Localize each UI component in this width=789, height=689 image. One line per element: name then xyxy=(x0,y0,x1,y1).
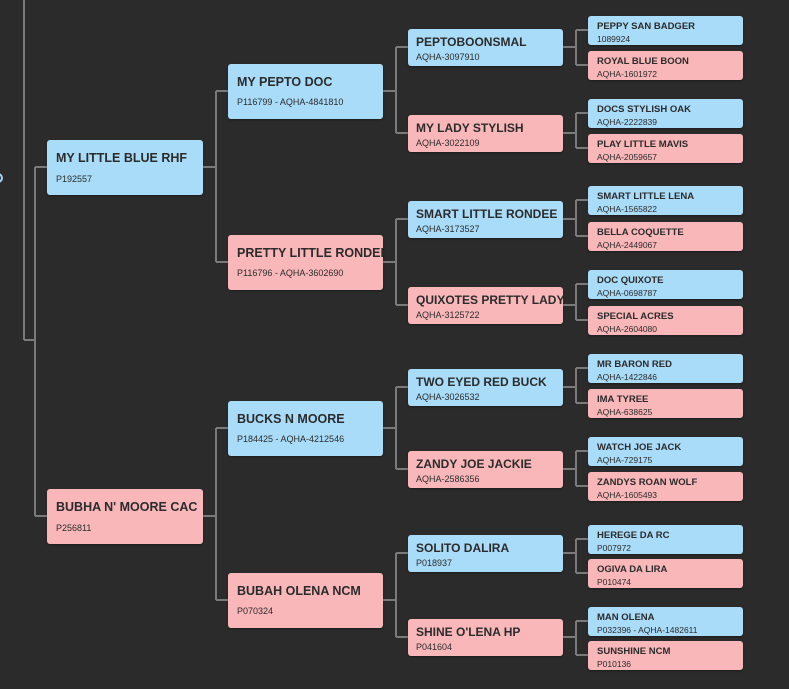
horse-card-sire[interactable]: SMART LITTLE RONDEE AQHA-3173527 xyxy=(408,200,563,238)
horse-name: PEPTOBOONSMAL xyxy=(416,34,527,49)
horse-card-dam[interactable]: ZANDY JOE JACKIE AQHA-2586356 xyxy=(408,450,563,488)
horse-card-dam[interactable]: PRETTY LITTLE RONDEE P116796 - AQHA-36026… xyxy=(228,234,383,290)
horse-registration: P192557 xyxy=(56,173,93,184)
horse-registration: AQHA-3097910 xyxy=(416,51,480,62)
horse-registration: AQHA-1565822 xyxy=(597,203,658,214)
horse-name: IMA TYREE xyxy=(597,393,649,405)
horse-registration: AQHA-2449067 xyxy=(597,239,658,250)
horse-card-dam[interactable]: QUIXOTES PRETTY LADY AQHA-3125722 xyxy=(408,286,563,324)
horse-registration: AQHA-638625 xyxy=(597,406,653,417)
horse-name: BELLA COQUETTE xyxy=(597,226,684,238)
horse-card-sire[interactable]: TWO EYED RED BUCK AQHA-3026532 xyxy=(408,368,563,406)
horse-name: DOCS STYLISH OAK xyxy=(597,103,691,115)
horse-name: BUBAH OLENA NCM xyxy=(237,583,361,598)
horse-card-dam[interactable]: BUBAH OLENA NCM P070324 xyxy=(228,572,383,628)
horse-name: MY LADY STYLISH xyxy=(416,120,524,135)
horse-registration: AQHA-2586356 xyxy=(416,473,480,484)
horse-registration: AQHA-3026532 xyxy=(416,391,480,402)
horse-name: SMART LITTLE LENA xyxy=(597,190,695,202)
horse-name: SPECIAL ACRES xyxy=(597,310,674,322)
horse-name: MY PEPTO DOC xyxy=(237,74,333,89)
horse-registration: P010474 xyxy=(597,576,632,587)
horse-name: TWO EYED RED BUCK xyxy=(416,374,547,389)
horse-name: QUIXOTES PRETTY LADY xyxy=(416,292,563,307)
horse-name: MY LITTLE BLUE RHF xyxy=(56,150,188,165)
horse-name: ZANDY JOE JACKIE xyxy=(416,456,532,471)
horse-name: SOLITO DALIRA xyxy=(416,540,510,555)
horse-registration: P041604 xyxy=(416,641,453,652)
horse-registration: AQHA-2059657 xyxy=(597,151,658,162)
horse-name: SMART LITTLE RONDEE xyxy=(416,206,558,221)
horse-registration: P010136 xyxy=(597,658,632,669)
horse-card-sire[interactable]: SOLITO DALIRA P018937 xyxy=(408,534,563,572)
horse-registration: AQHA-2604080 xyxy=(597,323,658,334)
horse-card-sire[interactable]: MY PEPTO DOC P116799 - AQHA-4841810 xyxy=(228,63,383,119)
horse-registration: P184425 - AQHA-4212546 xyxy=(237,433,345,444)
horse-name: MAN OLENA xyxy=(597,611,655,623)
horse-registration: P116799 - AQHA-4841810 xyxy=(237,96,344,107)
horse-name: WATCH JOE JACK xyxy=(597,441,682,453)
horse-registration: AQHA-1422846 xyxy=(597,371,658,382)
horse-registration: AQHA-3022109 xyxy=(416,137,480,148)
horse-registration: P116796 - AQHA-3602690 xyxy=(237,267,344,278)
horse-name: PLAY LITTLE MAVIS xyxy=(597,138,689,150)
horse-card-sire[interactable]: BUCKS N MOORE P184425 - AQHA-4212546 xyxy=(228,400,383,456)
horse-registration: AQHA-0698787 xyxy=(597,287,658,298)
horse-name: BUCKS N MOORE xyxy=(237,411,345,426)
horse-name: BUBHA N' MOORE CAC xyxy=(56,499,198,514)
horse-card-dam[interactable]: SHINE O'LENA HP P041604 xyxy=(408,618,563,656)
horse-registration: AQHA-3125722 xyxy=(416,309,480,320)
horse-card-dam[interactable]: BUBHA N' MOORE CAC P256811 xyxy=(47,488,203,544)
horse-name: OGIVA DA LIRA xyxy=(597,563,668,575)
horse-name: PEPPY SAN BADGER xyxy=(597,20,696,32)
horse-registration: AQHA-3173527 xyxy=(416,223,480,234)
horse-registration: AQHA-2222839 xyxy=(597,116,658,127)
horse-name: DOC QUIXOTE xyxy=(597,274,664,286)
horse-name: ROYAL BLUE BOON xyxy=(597,55,689,67)
horse-name: SHINE O'LENA HP xyxy=(416,624,521,639)
horse-card-sire[interactable]: PEPTOBOONSMAL AQHA-3097910 xyxy=(408,28,563,66)
horse-name: SUNSHINE NCM xyxy=(597,645,671,657)
horse-registration: AQHA-1605493 xyxy=(597,489,658,500)
horse-registration: P256811 xyxy=(56,522,92,533)
horse-card-dam[interactable]: MY LADY STYLISH AQHA-3022109 xyxy=(408,114,563,152)
horse-registration: P070324 xyxy=(237,605,274,616)
horse-registration: P032396 - AQHA-1482611 xyxy=(597,624,698,635)
horse-name: HEREGE DA RC xyxy=(597,529,670,541)
horse-name: PRETTY LITTLE RONDEE xyxy=(237,245,383,260)
horse-registration: P018937 xyxy=(416,557,453,568)
horse-registration: P007972 xyxy=(597,542,632,553)
horse-registration: 1089924 xyxy=(597,33,631,44)
horse-name: MR BARON RED xyxy=(597,358,672,370)
horse-registration: AQHA-729175 xyxy=(597,454,653,465)
horse-name: ZANDYS ROAN WOLF xyxy=(597,476,698,488)
horse-card-sire[interactable]: MY LITTLE BLUE RHF P192557 xyxy=(47,139,203,195)
horse-registration: AQHA-1601972 xyxy=(597,68,658,79)
